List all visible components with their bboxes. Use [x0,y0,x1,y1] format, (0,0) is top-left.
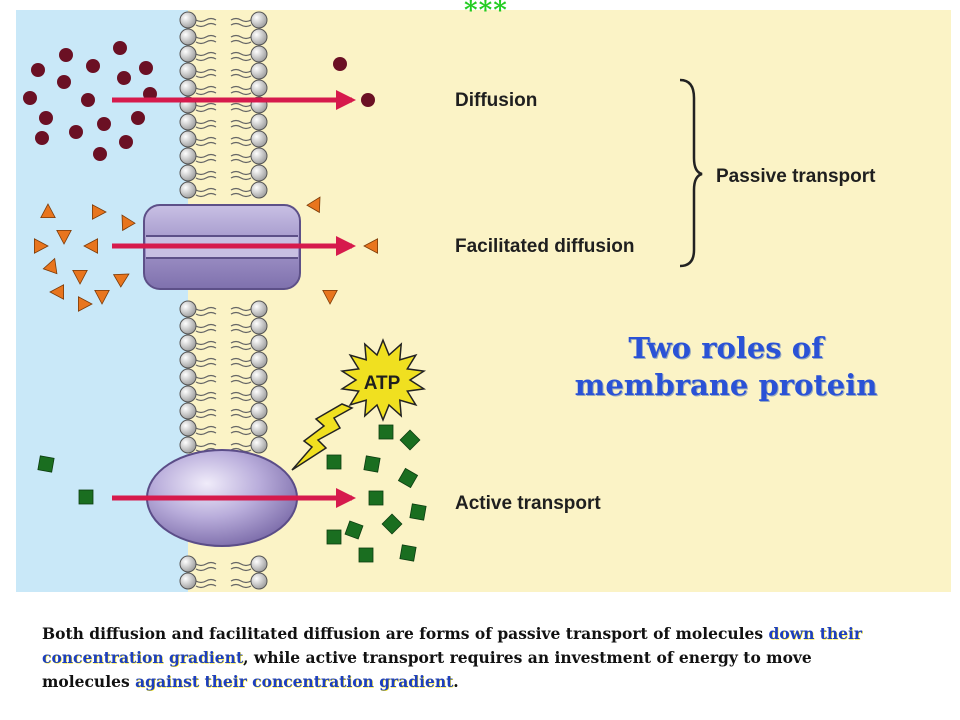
solute-triangle [56,229,72,245]
membrane-transport-diagram: ATP Diffusion Facilitated diffusion Pass… [16,10,951,592]
solute-triangle [112,273,130,288]
solute-triangle [363,238,379,254]
solute-square [397,467,419,489]
title-line-1: Two roles of [628,331,824,365]
phospholipid-pair [179,419,268,437]
phospholipid-pair [179,572,268,590]
solute-molecule [119,135,133,149]
atp-burst-icon: ATP [339,338,427,422]
solute-molecule [361,93,375,107]
phospholipid-pair [179,334,268,352]
active-transport-label: Active transport [455,493,601,514]
solute-triangle [92,204,107,220]
caption-highlight-against-gradient: against their concentration gradient [135,672,454,691]
caption-part-3: . [453,672,459,691]
solute-triangle [94,289,110,305]
solute-molecule [117,71,131,85]
solute-molecule [333,57,347,71]
solute-molecule [31,63,45,77]
solute-molecule [35,131,49,145]
solute-molecule [39,111,53,125]
solute-molecule [113,41,127,55]
lipid-bilayer [179,11,268,590]
molecules [23,41,427,563]
passive-transport-brace [679,78,703,268]
solute-triangle [322,289,338,305]
solute-square [344,520,364,540]
intracellular-region [188,10,951,592]
phospholipid-pair [179,402,268,420]
phospholipid-pair [179,181,268,199]
diffusion-label: Diffusion [455,90,537,111]
phospholipid-pair [179,79,268,97]
caption-part-2: , while active transport requires an inv… [42,648,812,691]
phospholipid-pair [179,130,268,148]
solute-square [326,454,342,470]
solute-triangle [121,214,136,232]
phospholipid-pair [179,62,268,80]
solute-molecule [131,111,145,125]
solute-square [399,544,417,562]
solute-square [381,513,403,535]
solute-square [358,547,374,563]
caption-part-1: Both diffusion and facilitated diffusion… [42,624,769,643]
solute-square [363,455,381,473]
solute-triangle [40,203,56,219]
phospholipid-pair [179,368,268,386]
solute-molecule [86,59,100,73]
solute-molecule [57,75,71,89]
solute-molecule [23,91,37,105]
solute-square [37,455,55,473]
solute-triangle [49,284,64,300]
phospholipid-pair [179,385,268,403]
solute-triangle [72,269,88,285]
caption: Both diffusion and facilitated diffusion… [42,622,902,694]
phospholipid-pair [179,164,268,182]
solute-square [78,489,94,505]
title-line-2: membrane protein [574,368,878,402]
phospholipid-pair [179,351,268,369]
solute-molecule [93,147,107,161]
solute-square [399,429,421,451]
phospholipid-pair [179,436,268,454]
solute-triangle [34,238,49,254]
solute-square [326,529,342,545]
phospholipid-pair [179,300,268,318]
phospholipid-pair [179,317,268,335]
stars-marker: *** [464,0,508,26]
phospholipid-pair [179,113,268,131]
lightning-bolt-icon [291,403,354,471]
solute-square [378,424,394,440]
solute-molecule [69,125,83,139]
solute-square [409,503,427,521]
solute-molecule [59,48,73,62]
solute-triangle [78,296,93,312]
phospholipid-pair [179,555,268,573]
atp-label: ATP [364,373,401,394]
phospholipid-pair [179,28,268,46]
passive-transport-label: Passive transport [716,166,876,187]
caption-highlight-down-gradient: down their concentration gradient [42,624,863,667]
solute-triangle [83,238,98,254]
solute-triangle [42,257,58,275]
solute-molecule [139,61,153,75]
facilitated-diffusion-label: Facilitated diffusion [455,236,634,257]
phospholipid-pair [179,45,268,63]
solute-molecule [97,117,111,131]
diagram-title: Two roles of membrane protein [548,330,904,404]
phospholipid-pair [179,147,268,165]
solute-triangle [306,196,321,214]
solute-molecule [81,93,95,107]
phospholipid-pair [179,11,268,29]
solute-square [368,490,384,506]
